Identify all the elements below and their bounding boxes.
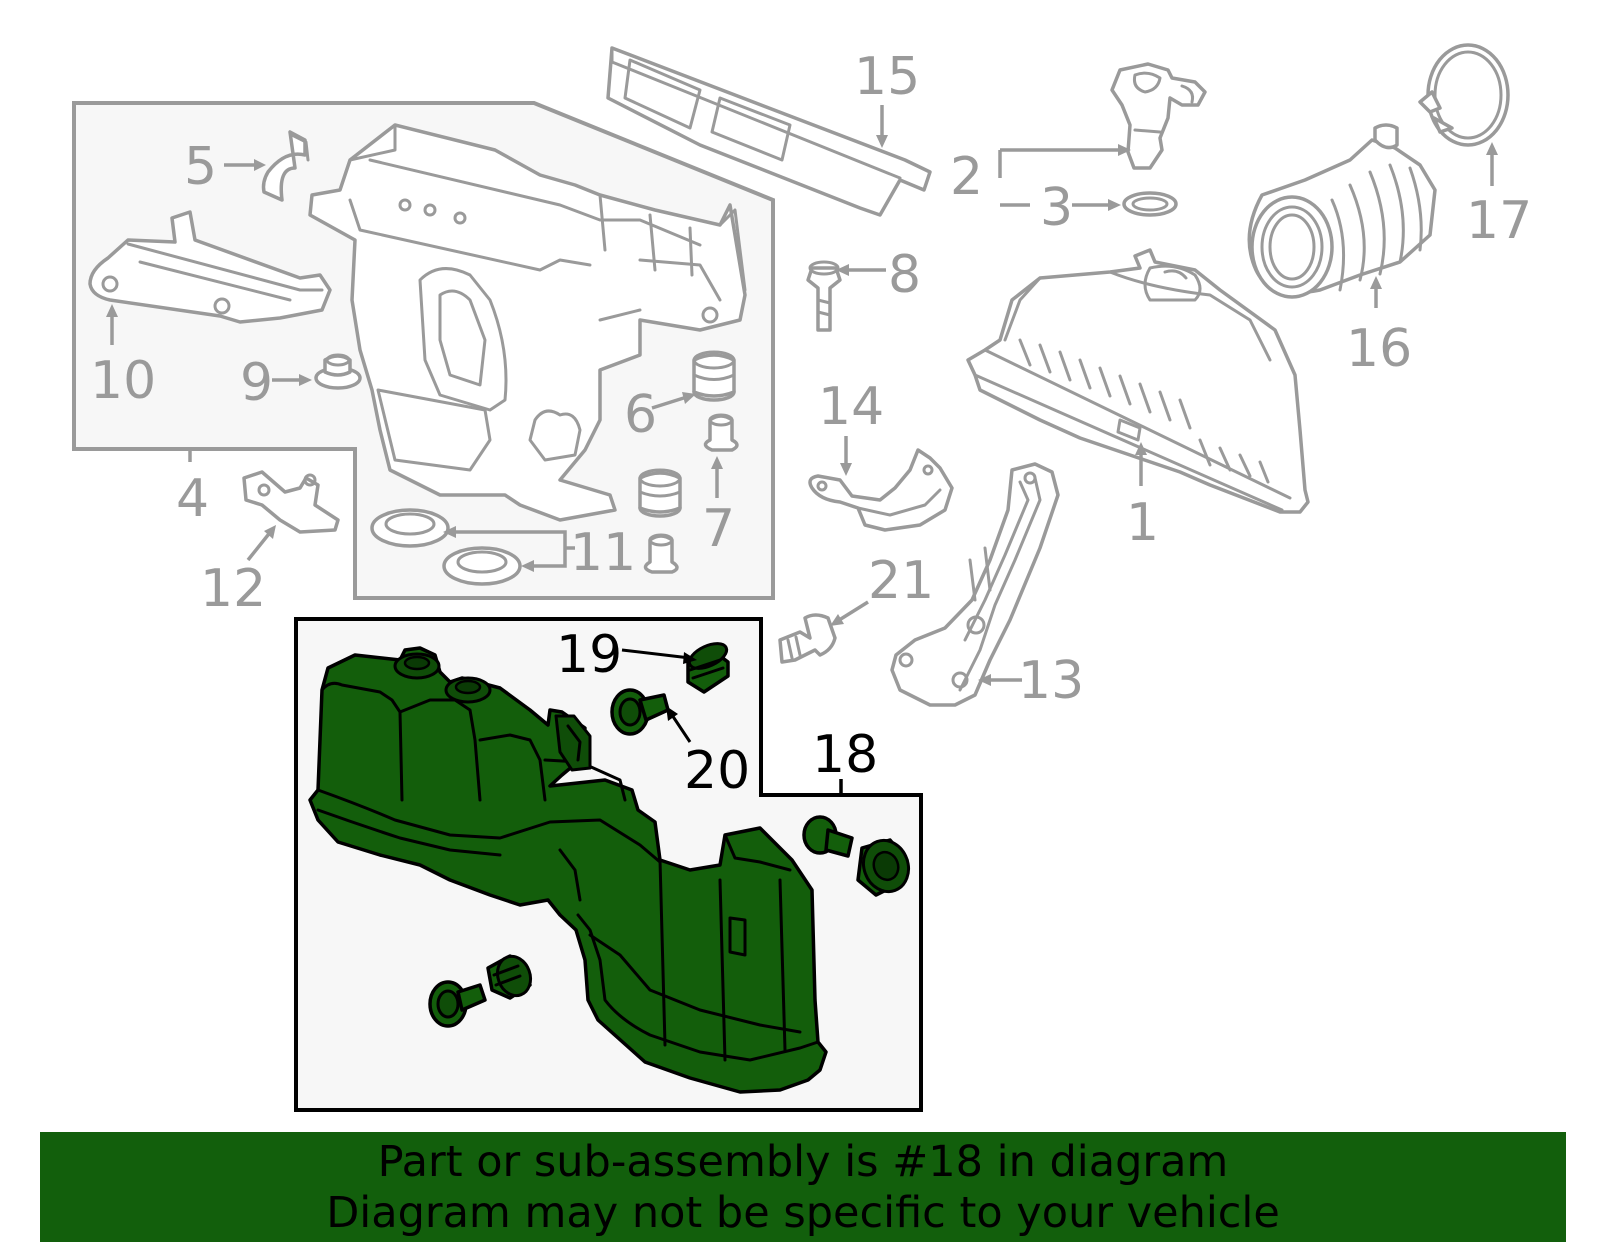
leader-lines [106, 105, 1498, 686]
callout-20: 20 [684, 741, 750, 801]
callout-17: 17 [1466, 191, 1532, 251]
part-10-bracket [88, 210, 332, 324]
callout-6: 6 [624, 385, 657, 445]
part-12-bracket [242, 470, 340, 534]
callout-labels: 1 2 3 4 5 6 7 8 9 10 11 12 13 14 15 16 1… [90, 47, 1532, 801]
callout-14: 14 [818, 377, 884, 437]
callout-3: 3 [1040, 178, 1073, 238]
callout-2: 2 [950, 147, 983, 207]
part-19b-grommet [856, 838, 911, 897]
callout-9: 9 [240, 353, 273, 413]
part-2-sensor [1110, 62, 1207, 170]
part-17-clamp [1418, 43, 1510, 147]
callout-1: 1 [1126, 493, 1159, 553]
callout-16: 16 [1346, 319, 1412, 379]
part-6-mount [692, 350, 736, 402]
callout-18: 18 [812, 725, 878, 785]
callout-11: 11 [570, 523, 636, 583]
part-8-bolt [806, 260, 842, 332]
banner-line-1: Part or sub-assembly is #18 in diagram [377, 1137, 1229, 1187]
part-3-oring [1122, 191, 1178, 217]
part-9-grommet [314, 353, 362, 390]
part-20b-pin [802, 815, 854, 858]
part-11b-seal [442, 546, 522, 586]
part-7-pin [703, 413, 739, 452]
part-21-screw [778, 613, 837, 664]
part-19-grommet [686, 642, 730, 694]
callout-12: 12 [200, 559, 266, 619]
callout-13: 13 [1018, 651, 1084, 711]
callout-7: 7 [702, 499, 735, 559]
part-6b-mount [638, 468, 682, 518]
callout-8: 8 [888, 245, 921, 305]
callout-21: 21 [868, 551, 934, 611]
part-18-resonator [308, 646, 828, 1094]
part-1-cover [966, 248, 1310, 514]
callout-15: 15 [854, 47, 920, 107]
part-5-clip [261, 130, 310, 202]
banner-line-2: Diagram may not be specific to your vehi… [326, 1188, 1280, 1238]
part-19c-grommet [486, 954, 533, 1000]
part-16-hose [1247, 123, 1437, 299]
part-14-bracket [808, 448, 954, 532]
callout-19: 19 [556, 625, 622, 685]
part-11-seal [370, 508, 450, 548]
leader-lines-black [621, 648, 697, 743]
part-15-air-duct [606, 46, 932, 217]
part-13-stay [890, 462, 1060, 707]
part-20c-pin [428, 980, 487, 1028]
part-7b-pin [643, 533, 679, 574]
part-4-housing [308, 123, 747, 522]
callout-4: 4 [176, 469, 209, 529]
info-banner: Part or sub-assembly is #18 in diagram D… [40, 1132, 1566, 1242]
callout-10: 10 [90, 351, 156, 411]
callout-5: 5 [184, 137, 217, 197]
